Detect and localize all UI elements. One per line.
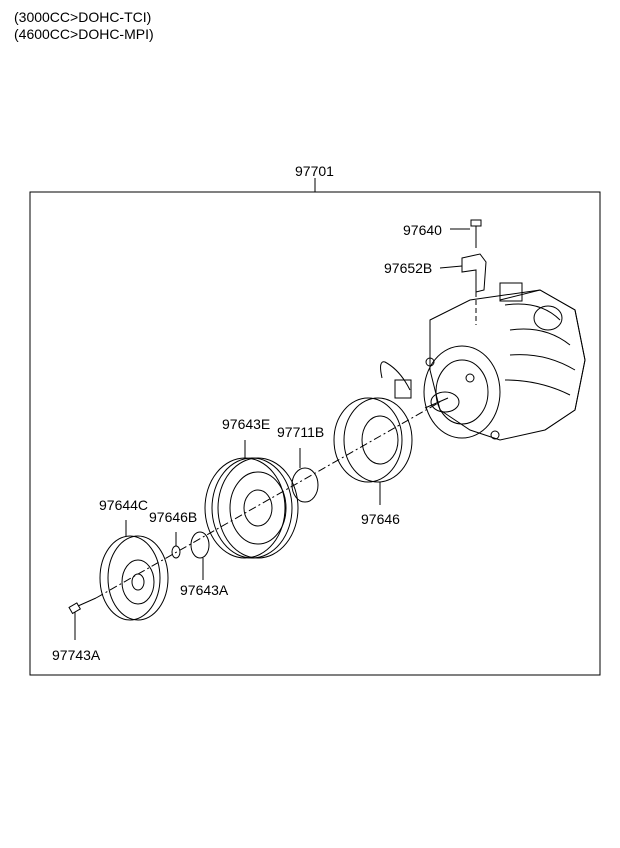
label-97743A: 97743A <box>52 647 101 663</box>
compressor-illustration <box>380 282 586 441</box>
label-97646: 97646 <box>361 511 400 527</box>
label-97646B: 97646B <box>149 509 198 525</box>
label-97643E: 97643E <box>222 416 271 432</box>
bracket-97652B-illustration <box>439 253 487 325</box>
label-97644C: 97644C <box>99 497 149 513</box>
field-coil-illustration <box>333 397 413 505</box>
label-97652B: 97652B <box>384 260 433 276</box>
label-97643A: 97643A <box>180 582 229 598</box>
engine-spec-1: (3000CC>DOHC-TCI) <box>14 9 152 25</box>
label-97711B: 97711B <box>277 424 325 440</box>
label-97701: 97701 <box>295 163 334 179</box>
snap-ring-illustration <box>291 448 319 503</box>
bolt-97640-illustration <box>450 219 482 248</box>
engine-spec-2: (4600CC>DOHC-MPI) <box>14 26 154 42</box>
assembly-axis <box>95 401 441 599</box>
pulley-illustration <box>204 440 299 559</box>
label-97640: 97640 <box>403 222 442 238</box>
washer-illustration <box>171 532 181 559</box>
shim-illustration <box>190 531 210 580</box>
clutch-hub-illustration <box>99 520 169 621</box>
bolt-97743A-illustration <box>68 597 97 640</box>
